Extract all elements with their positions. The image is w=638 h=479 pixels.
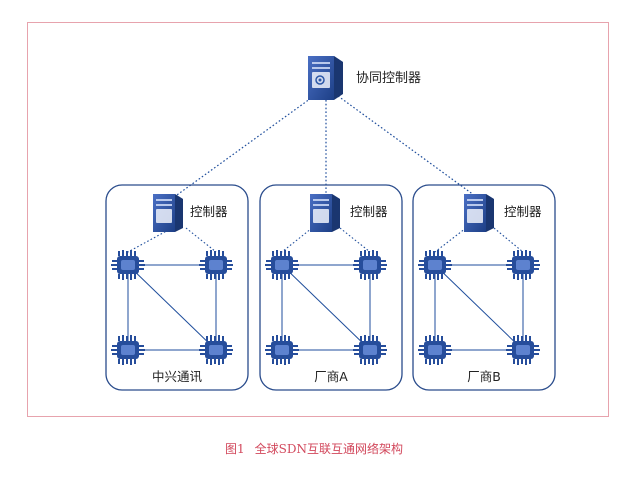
domain-3-name: 厂商B xyxy=(467,369,501,384)
domain-2-controller-icon xyxy=(310,194,340,232)
figure-title: 全球SDN互联互通网络架构 xyxy=(254,442,403,456)
figure-caption: 图1 全球SDN互联互通网络架构 xyxy=(0,440,638,457)
domain-1: 控制器 中兴通讯 xyxy=(105,184,249,391)
domain-1-links xyxy=(127,264,217,351)
domain-1-name: 中兴通讯 xyxy=(152,369,203,384)
top-controller-label: 协同控制器 xyxy=(356,71,421,86)
link-to-domain-1 xyxy=(169,95,315,201)
domain-1-switch-tl xyxy=(110,249,146,281)
domain-2-switch-bl xyxy=(264,334,300,366)
domain-2-switch-tr xyxy=(352,249,388,281)
domain-2: 控制器 厂商A xyxy=(259,184,403,391)
domain-3-switch-tl xyxy=(417,249,453,281)
domain-1-switch-bl xyxy=(110,334,146,366)
domain-2-links xyxy=(281,264,371,351)
link-to-domain-3 xyxy=(337,95,479,199)
domain-2-name: 厂商A xyxy=(314,369,348,384)
domain-3-box xyxy=(412,184,556,391)
domain-3-switch-tr xyxy=(505,249,541,281)
domain-2-switch-tl xyxy=(264,249,300,281)
domain-3-links xyxy=(434,264,524,351)
coordination-links xyxy=(169,95,479,201)
domain-2-controller-label: 控制器 xyxy=(350,204,388,219)
domain-3-controller-label: 控制器 xyxy=(504,204,542,219)
domain-1-controller-icon xyxy=(153,194,183,232)
domain-2-switch-br xyxy=(352,334,388,366)
figure-number: 图1 xyxy=(225,442,245,456)
domain-3-switch-br xyxy=(505,334,541,366)
top-controller xyxy=(308,56,343,100)
domain-3: 控制器 厂商B xyxy=(412,184,556,391)
gear-icon xyxy=(315,75,325,85)
domain-1-switch-br xyxy=(198,334,234,366)
figure-frame xyxy=(27,22,609,417)
domain-2-box xyxy=(259,184,403,391)
domain-1-box xyxy=(105,184,249,391)
domain-3-controller-icon xyxy=(464,194,494,232)
domain-1-controller-label: 控制器 xyxy=(190,204,228,219)
domain-1-switch-tr xyxy=(198,249,234,281)
domain-3-switch-bl xyxy=(417,334,453,366)
